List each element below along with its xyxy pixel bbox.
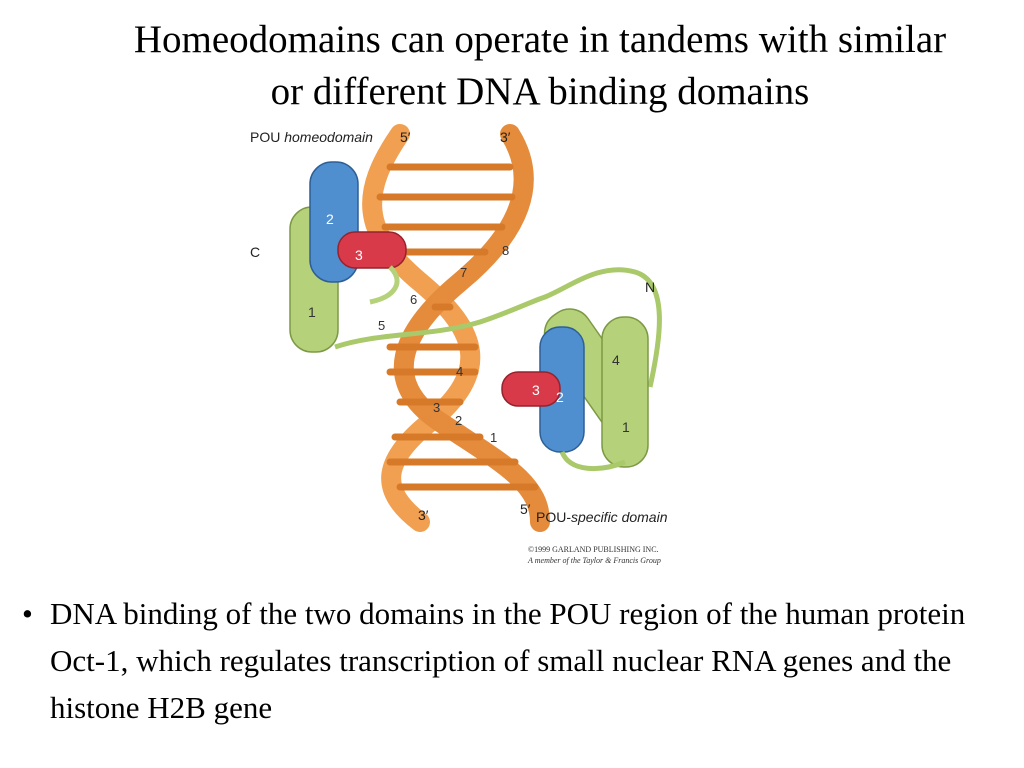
specific-helix-1 bbox=[601, 316, 649, 468]
base-pair-label-3: 3 bbox=[433, 400, 440, 415]
pou-specific-prefix: POU- bbox=[536, 509, 571, 525]
strand-bottom-left: 3′ bbox=[418, 507, 429, 523]
c-terminus-label: C bbox=[250, 244, 260, 260]
specific-helix-1-label: 1 bbox=[622, 419, 630, 435]
bullet-list: • DNA binding of the two domains in the … bbox=[22, 590, 1012, 731]
interdomain-linker bbox=[334, 267, 662, 388]
bullet-text: DNA binding of the two domains in the PO… bbox=[50, 596, 966, 725]
base-pair-label-1: 1 bbox=[490, 430, 497, 445]
pou-homeodomain-label: POU homeodomain bbox=[250, 129, 373, 145]
base-pair-label-8: 8 bbox=[502, 243, 509, 258]
homeodomain-loop bbox=[369, 265, 400, 305]
title-line-1: Homeodomains can operate in tandems with… bbox=[133, 18, 947, 61]
bullet-marker: • bbox=[22, 596, 33, 631]
base-pair-label-4: 4 bbox=[456, 364, 463, 379]
copyright-line-2: A member of the Taylor & Francis Group bbox=[527, 556, 661, 565]
base-pair-label-7: 7 bbox=[460, 265, 467, 280]
pou-homeodomain-suffix: homeodomain bbox=[284, 129, 373, 145]
base-pair-label-5: 5 bbox=[378, 318, 385, 333]
homeodomain-helix-3 bbox=[337, 231, 407, 269]
specific-helix-4-label: 4 bbox=[612, 352, 620, 368]
pou-dna-binding-figure: POU homeodomain 5′ 3′ C N 1 2 3 1 2 3 4 … bbox=[240, 122, 690, 572]
n-terminus-label: N bbox=[645, 279, 655, 295]
title-line-2: or different DNA binding domains bbox=[270, 70, 810, 113]
dna-strand-b bbox=[393, 124, 550, 532]
pou-specific-domain-label: POU-specific domain bbox=[536, 509, 668, 525]
homeodomain-helix-2-label: 2 bbox=[326, 211, 334, 227]
pou-specific-suffix: specific domain bbox=[571, 509, 668, 525]
specific-helix-3 bbox=[501, 371, 561, 407]
bullet-item: • DNA binding of the two domains in the … bbox=[22, 590, 1012, 731]
homeodomain-helix-3-label: 3 bbox=[355, 247, 363, 263]
dna-base-pairs bbox=[376, 163, 539, 491]
base-pair-label-2: 2 bbox=[455, 413, 462, 428]
copyright-line-1: ©1999 GARLAND PUBLISHING INC. bbox=[528, 545, 659, 554]
specific-domain-loop bbox=[559, 450, 626, 472]
strand-bottom-right: 5′ bbox=[520, 501, 531, 517]
homeodomain-helix-1-label: 1 bbox=[308, 304, 316, 320]
specific-helix-3-label: 3 bbox=[532, 382, 540, 398]
figure-illustration: POU homeodomain 5′ 3′ C N 1 2 3 1 2 3 4 … bbox=[250, 124, 668, 565]
pou-homeodomain-prefix: POU bbox=[250, 129, 280, 145]
slide-title: Homeodomains can operate in tandems with… bbox=[40, 14, 1024, 118]
base-pair-label-6: 6 bbox=[410, 292, 417, 307]
specific-helix-2-label: 2 bbox=[556, 389, 564, 405]
strand-top-left: 5′ bbox=[400, 129, 411, 145]
strand-top-right: 3′ bbox=[500, 129, 511, 145]
